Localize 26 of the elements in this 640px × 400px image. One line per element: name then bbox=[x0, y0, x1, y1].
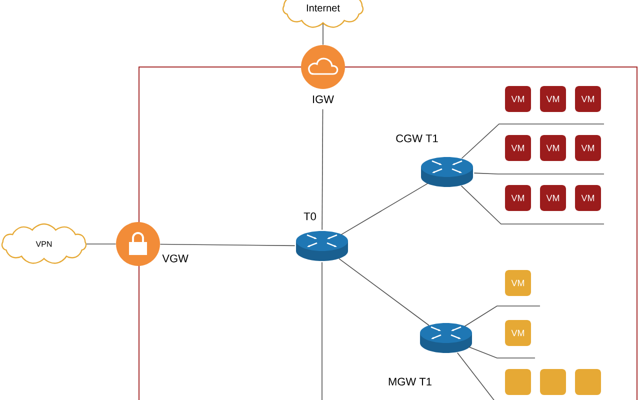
node-label: VGW bbox=[162, 254, 188, 262]
vm-box: VM bbox=[505, 320, 531, 346]
connector-line bbox=[322, 108, 324, 230]
vm-box: VM bbox=[505, 185, 531, 211]
vm-box: VM bbox=[540, 86, 566, 112]
vm-box: VM bbox=[575, 86, 601, 112]
vm-box: VM bbox=[575, 135, 601, 161]
connector-line bbox=[461, 124, 604, 159]
connector-line bbox=[160, 244, 296, 246]
connector-line bbox=[468, 346, 536, 358]
vm-box: VM bbox=[505, 135, 531, 161]
node-label: IGW bbox=[313, 95, 334, 104]
vm-box: VM bbox=[540, 135, 566, 161]
connector-line bbox=[460, 185, 604, 224]
server-box bbox=[540, 369, 566, 395]
connector-line bbox=[340, 183, 428, 235]
connector-line bbox=[322, 23, 324, 46]
vm-box: VM bbox=[540, 185, 566, 211]
vm-box: VM bbox=[575, 185, 601, 211]
connector-line bbox=[474, 172, 604, 174]
server-box bbox=[505, 369, 531, 395]
connector-line bbox=[338, 258, 430, 326]
connector-line bbox=[464, 306, 540, 327]
vm-box: VM bbox=[505, 86, 531, 112]
server-box bbox=[575, 369, 601, 395]
vm-box: VM bbox=[505, 270, 531, 296]
